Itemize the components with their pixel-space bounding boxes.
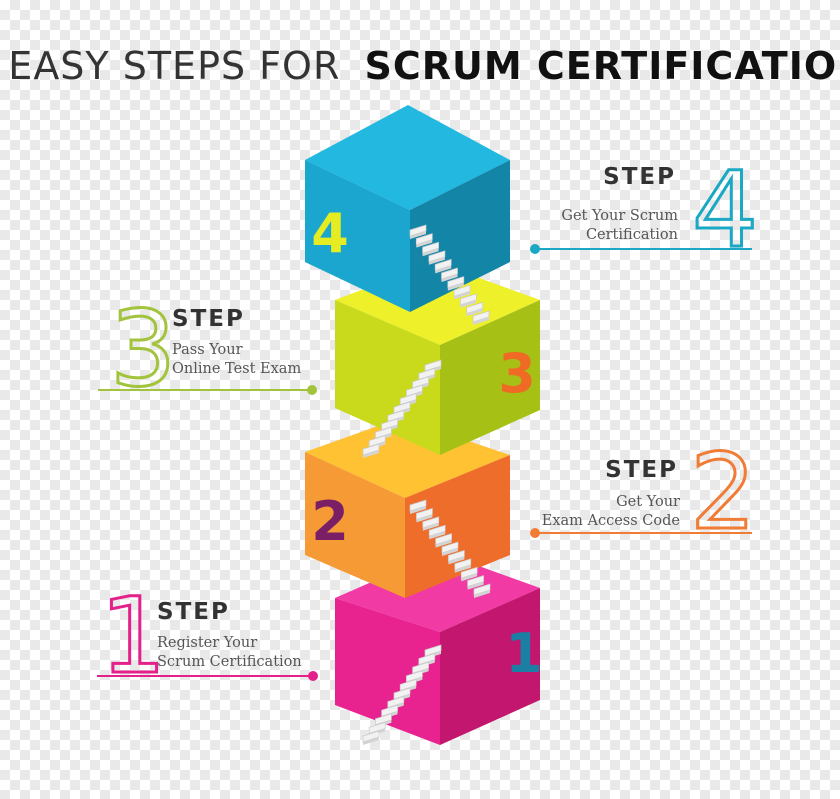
page-title: 4 EASY STEPS FOR SCRUM CERTIFICATION bbox=[0, 44, 840, 88]
stair-riser bbox=[422, 248, 439, 257]
stair-riser bbox=[435, 265, 452, 274]
step-4-annotation: STEP Get Your Scrum Certification 4 bbox=[530, 148, 760, 273]
stair-riser bbox=[416, 514, 433, 523]
step-1-heading: STEP bbox=[157, 599, 230, 625]
stair-riser bbox=[467, 581, 484, 590]
step-1-annotation: STEP Register Your Scrum Certification 1 bbox=[97, 574, 318, 699]
step-3-leader-dot bbox=[307, 385, 317, 395]
step-3-line1: Pass Your bbox=[172, 342, 243, 358]
step-4-big-number: 4 bbox=[692, 149, 758, 271]
step-2-line1: Get Your bbox=[616, 494, 680, 510]
stair-riser bbox=[460, 299, 477, 308]
cube-4: 4 bbox=[305, 105, 510, 312]
step-3-heading: STEP bbox=[172, 306, 245, 332]
stair-riser bbox=[416, 239, 433, 248]
cube-2-front-face bbox=[305, 452, 405, 598]
cube-1-side-face bbox=[440, 588, 540, 745]
cube-1: 1 bbox=[335, 552, 543, 745]
step-2-leader-dot bbox=[530, 528, 540, 538]
stair-riser bbox=[410, 231, 426, 239]
step-2-heading: STEP bbox=[605, 457, 678, 483]
stair-riser bbox=[454, 291, 471, 300]
cube-1-top-face bbox=[335, 552, 540, 632]
stairs-group bbox=[362, 224, 491, 745]
stair-riser bbox=[428, 256, 445, 265]
stair-riser bbox=[473, 317, 489, 325]
step-1-line2: Scrum Certification bbox=[157, 654, 302, 670]
stair-riser bbox=[448, 556, 465, 565]
stair-riser bbox=[461, 573, 478, 582]
cube-1-number: 1 bbox=[505, 622, 543, 685]
step-4-line1: Get Your Scrum bbox=[561, 208, 678, 224]
cube-4-side-face bbox=[410, 160, 510, 312]
title-bold-part: SCRUM CERTIFICATION bbox=[364, 44, 840, 88]
cube-2-side-face bbox=[405, 455, 510, 598]
step-4-heading: STEP bbox=[603, 164, 676, 190]
cube-3-front-face bbox=[335, 300, 440, 455]
cube-2: 2 bbox=[305, 418, 510, 598]
cube-3-number: 3 bbox=[498, 342, 536, 405]
cube-4-top-face bbox=[305, 105, 510, 210]
stair-riser bbox=[441, 274, 458, 282]
cube-3-side-face bbox=[440, 300, 540, 455]
stair-riser bbox=[454, 564, 471, 573]
stairs-cube-2 bbox=[409, 499, 491, 598]
step-3-line2: Online Test Exam bbox=[172, 361, 301, 377]
step-1-big-number: 1 bbox=[100, 575, 166, 697]
cube-4-front-face bbox=[305, 160, 410, 312]
stair-riser bbox=[466, 308, 483, 317]
step-1-line1: Register Your bbox=[157, 635, 257, 651]
cube-4-number: 4 bbox=[311, 202, 349, 265]
stair-riser bbox=[442, 548, 458, 556]
cube-2-number: 2 bbox=[311, 490, 349, 553]
step-2-annotation: STEP Get Your Exam Access Code 2 bbox=[530, 430, 758, 555]
step-3-big-number: 3 bbox=[110, 288, 176, 410]
stair-riser bbox=[363, 737, 379, 745]
stairs-cube-3 bbox=[362, 359, 442, 458]
stair-riser bbox=[474, 590, 490, 598]
step-4-line2: Certification bbox=[586, 227, 678, 243]
cube-1-front-face bbox=[335, 598, 440, 745]
title-light-part: 4 EASY STEPS FOR bbox=[0, 44, 340, 88]
step-4-leader-dot bbox=[530, 244, 540, 254]
stairs-cube-4 bbox=[409, 224, 490, 325]
stair-riser bbox=[422, 522, 439, 531]
cube-3: 3 bbox=[335, 262, 540, 455]
step-2-line2: Exam Access Code bbox=[542, 513, 680, 529]
step-2-big-number: 2 bbox=[690, 431, 756, 553]
stair-riser bbox=[429, 531, 446, 540]
stair-riser bbox=[435, 539, 452, 548]
stair-riser bbox=[447, 282, 464, 291]
step-3-annotation: STEP Pass Your Online Test Exam 3 bbox=[98, 287, 317, 412]
stair-riser bbox=[410, 506, 426, 514]
step-1-leader-dot bbox=[308, 671, 318, 681]
stairs-cube-1 bbox=[362, 644, 442, 745]
stair-riser bbox=[363, 450, 379, 458]
